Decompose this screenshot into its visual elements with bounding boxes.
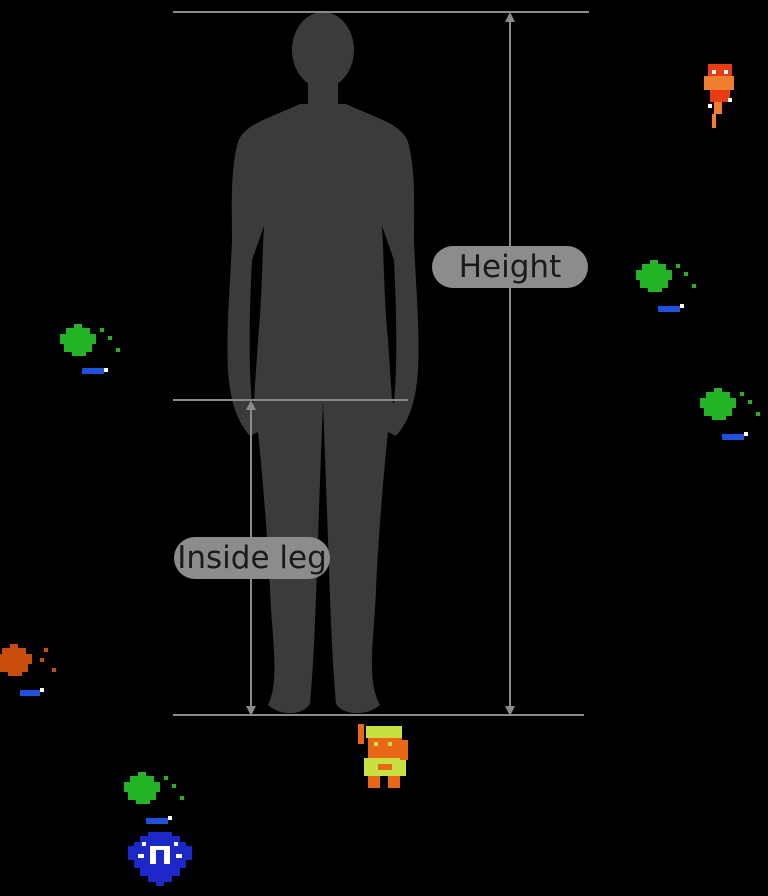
green-bush-enemy-sprite xyxy=(60,324,120,374)
green-bush-enemy-sprite xyxy=(124,772,184,824)
silhouette-arm-gaps xyxy=(249,226,397,404)
height-label: Height xyxy=(432,246,588,288)
inside-leg-arrow-up-icon xyxy=(246,400,256,410)
green-bush-enemy-sprite xyxy=(636,260,696,312)
blue-shell-enemy-sprite xyxy=(128,832,192,886)
orange-bush-enemy-sprite xyxy=(0,644,56,696)
inside-leg-arrow-down-icon xyxy=(246,706,256,716)
arrow-heads xyxy=(246,12,515,716)
green-bush-enemy-sprite xyxy=(700,388,760,440)
red-fire-enemy-sprite xyxy=(704,64,734,128)
inside-leg-label: Inside leg xyxy=(174,537,330,579)
hero-character-sprite xyxy=(358,724,408,788)
height-arrow-down-icon xyxy=(505,706,515,716)
height-arrow-up-icon xyxy=(505,12,515,22)
